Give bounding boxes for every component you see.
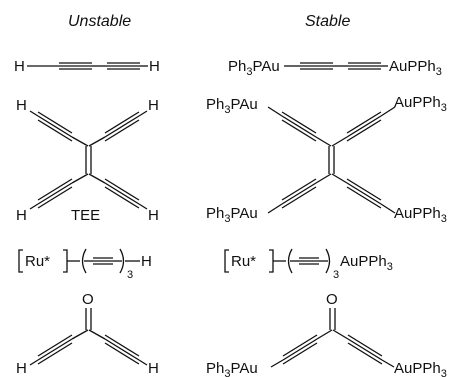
atom-h: H (16, 207, 27, 224)
atom-h: H (148, 360, 159, 377)
atom-h: H (149, 58, 160, 75)
triple-bond (347, 334, 383, 365)
ph3pau-label: Ph3PAu (206, 360, 258, 377)
atom-h: H (148, 97, 159, 114)
aupph3-label: AuPPh3 (394, 94, 447, 114)
ru-label: Ru* (25, 253, 50, 270)
triple-bond (37, 178, 73, 209)
triple-bond (104, 334, 140, 365)
atom-o: O (326, 291, 338, 308)
ph3pau-label: Ph3PAu (206, 205, 258, 225)
close-paren (119, 248, 125, 274)
aupph3-label: AuPPh3 (394, 205, 447, 225)
butadiyne-unstable: H H (14, 58, 160, 75)
ru-hexatriyne-gold-stable: Ru* 3 AuPPh3 (224, 248, 393, 281)
atom-h: H (16, 97, 27, 114)
atom-h: H (141, 253, 152, 270)
triple-bond (104, 111, 140, 142)
ru-hexatriyne-unstable: Ru* 3 H (18, 248, 152, 281)
triple-bond (281, 111, 317, 142)
triple-bond (59, 62, 92, 70)
tee-label: TEE (71, 207, 100, 224)
triple-bond (300, 62, 333, 70)
open-paren (287, 248, 293, 274)
repeat-count: 3 (127, 269, 133, 281)
atom-h: H (16, 360, 27, 377)
repeat-count: 3 (333, 269, 339, 281)
triple-bond (281, 178, 317, 209)
triple-bond (107, 62, 140, 70)
triple-bond (104, 178, 140, 209)
tee-unstable: H H H H TEE (16, 97, 159, 224)
atom-h: H (148, 207, 159, 224)
triple-bond (346, 111, 382, 142)
aupph3-label: AuPPh3 (340, 253, 393, 273)
ketone-unstable: O H H (16, 291, 159, 377)
triple-bond (282, 334, 318, 365)
open-paren (81, 248, 87, 274)
aupph3-label: AuPPh3 (394, 360, 447, 377)
ph3pau-label: Ph3PAu (206, 96, 258, 116)
header-unstable: Unstable (68, 13, 131, 30)
ru-label: Ru* (231, 253, 256, 270)
triple-bond (299, 257, 319, 265)
triple-bond (346, 178, 382, 209)
ketone-gold-stable: O Ph3PAu AuPPh3 (206, 291, 447, 377)
triple-bond (93, 257, 113, 265)
triple-bond (348, 62, 381, 70)
butadiyne-gold-stable: Ph3PAu AuPPh3 (228, 58, 442, 78)
aupph3-label: AuPPh3 (389, 58, 442, 78)
triple-bond (37, 111, 73, 142)
header-stable: Stable (305, 13, 350, 30)
atom-h: H (14, 58, 25, 75)
ph3pau-label: Ph3PAu (228, 58, 280, 78)
triple-bond (37, 334, 73, 365)
close-paren (325, 248, 331, 274)
tee-gold-stable: Ph3PAu AuPPh3 Ph3PAu AuPPh3 (206, 94, 447, 225)
atom-o: O (82, 291, 94, 308)
